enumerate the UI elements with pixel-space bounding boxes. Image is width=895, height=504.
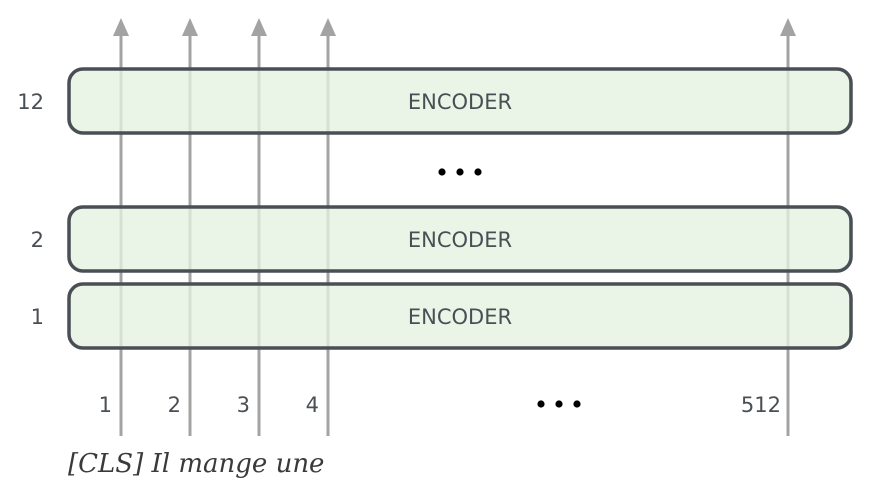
encoder-layer-12: ENCODER 12 <box>17 67 853 135</box>
layer-number-label: 12 <box>17 90 44 114</box>
encoder-layer-1: ENCODER 1 <box>31 282 853 350</box>
ellipsis-dot <box>474 168 482 176</box>
encoder-box <box>67 67 853 135</box>
encoder-layer-2: ENCODER 2 <box>31 205 853 273</box>
ellipsis-dot <box>438 168 446 176</box>
ellipsis-dot <box>573 400 581 408</box>
encoder-box <box>67 205 853 273</box>
output-arrowhead-1 <box>113 18 129 36</box>
layer-number-label: 2 <box>31 228 44 252</box>
layers-ellipsis <box>438 168 482 176</box>
output-arrowhead-512 <box>780 18 796 36</box>
position-label-3: 3 <box>237 393 250 417</box>
output-arrowhead-2 <box>182 18 198 36</box>
encoder-box <box>67 282 853 350</box>
output-arrowhead-4 <box>320 18 336 36</box>
encoder-label: ENCODER <box>408 90 512 114</box>
position-label-1: 1 <box>99 393 112 417</box>
position-label-512: 512 <box>741 393 781 417</box>
encoder-label: ENCODER <box>408 228 512 252</box>
output-arrowhead-3 <box>251 18 267 36</box>
position-labels: 1 2 3 4 512 <box>99 393 781 417</box>
input-token-text: [CLS] Il mange une <box>68 449 324 479</box>
ellipsis-dot <box>456 168 464 176</box>
position-label-2: 2 <box>168 393 181 417</box>
encoder-label: ENCODER <box>408 305 512 329</box>
layer-number-label: 1 <box>31 305 44 329</box>
ellipsis-dot <box>537 400 545 408</box>
position-label-4: 4 <box>306 393 319 417</box>
ellipsis-dot <box>555 400 563 408</box>
positions-ellipsis <box>537 400 581 408</box>
